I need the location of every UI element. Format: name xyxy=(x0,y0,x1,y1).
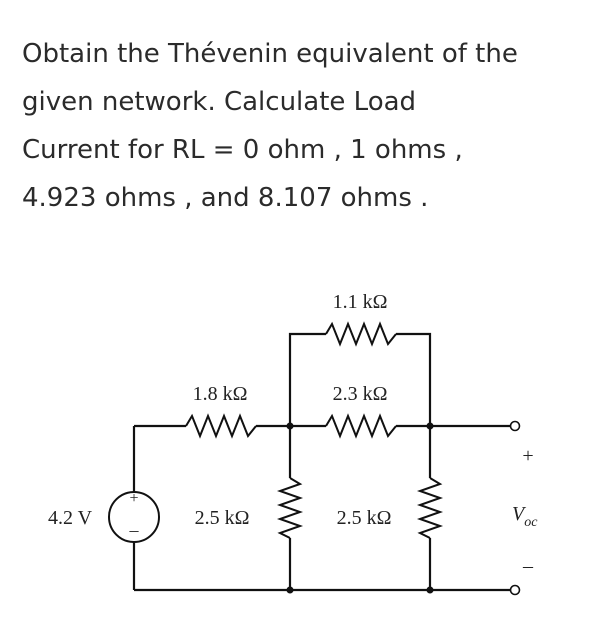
question-line-1: Obtain the Thévenin equivalent of the xyxy=(22,39,518,69)
output-terminal-top xyxy=(509,420,521,432)
output-plus-sign: + xyxy=(522,445,533,467)
label-source-voltage: 4.2 V xyxy=(48,507,93,529)
junction-node-upper-right xyxy=(426,422,434,430)
resistor-2-5k-left-zigzag xyxy=(276,477,304,539)
voltage-source-icon xyxy=(108,491,160,543)
junction-node-bottom-right xyxy=(426,586,434,594)
output-voltage-label-main: V xyxy=(512,503,527,525)
resistor-1-8k-zigzag xyxy=(185,413,257,439)
wire-top-branch xyxy=(288,332,432,426)
source-plus-sign: + xyxy=(129,490,138,507)
source-minus-sign: – xyxy=(129,520,140,540)
output-minus-sign: – xyxy=(522,555,534,577)
resistor-2-5k-right-zigzag xyxy=(416,477,444,539)
resistor-2-3k-zigzag xyxy=(325,413,397,439)
output-voltage-label-sub: oc xyxy=(524,515,538,530)
question-text: Obtain the Thévenin equivalent of the gi… xyxy=(22,30,592,222)
question-line-4: 4.923 ohms , and 8.107 ohms . xyxy=(22,183,429,213)
junction-node-upper-left xyxy=(286,422,294,430)
label-r-top: 1.1 kΩ xyxy=(333,291,388,313)
junction-node-bottom-left xyxy=(286,586,294,594)
label-r-shunt-left: 2.5 kΩ xyxy=(195,507,250,529)
question-line-2: given network. Calculate Load xyxy=(22,87,417,117)
label-r-shunt-right: 2.5 kΩ xyxy=(337,507,392,529)
output-terminal-bottom xyxy=(509,584,521,596)
resistor-1-1k-zigzag xyxy=(325,321,397,347)
output-voltage-label: Voc xyxy=(512,503,538,530)
question-line-3: Current for RL = 0 ohm , 1 ohms , xyxy=(22,135,463,165)
label-r-mid-series: 2.3 kΩ xyxy=(333,383,388,405)
label-r-left-series: 1.8 kΩ xyxy=(193,383,248,405)
